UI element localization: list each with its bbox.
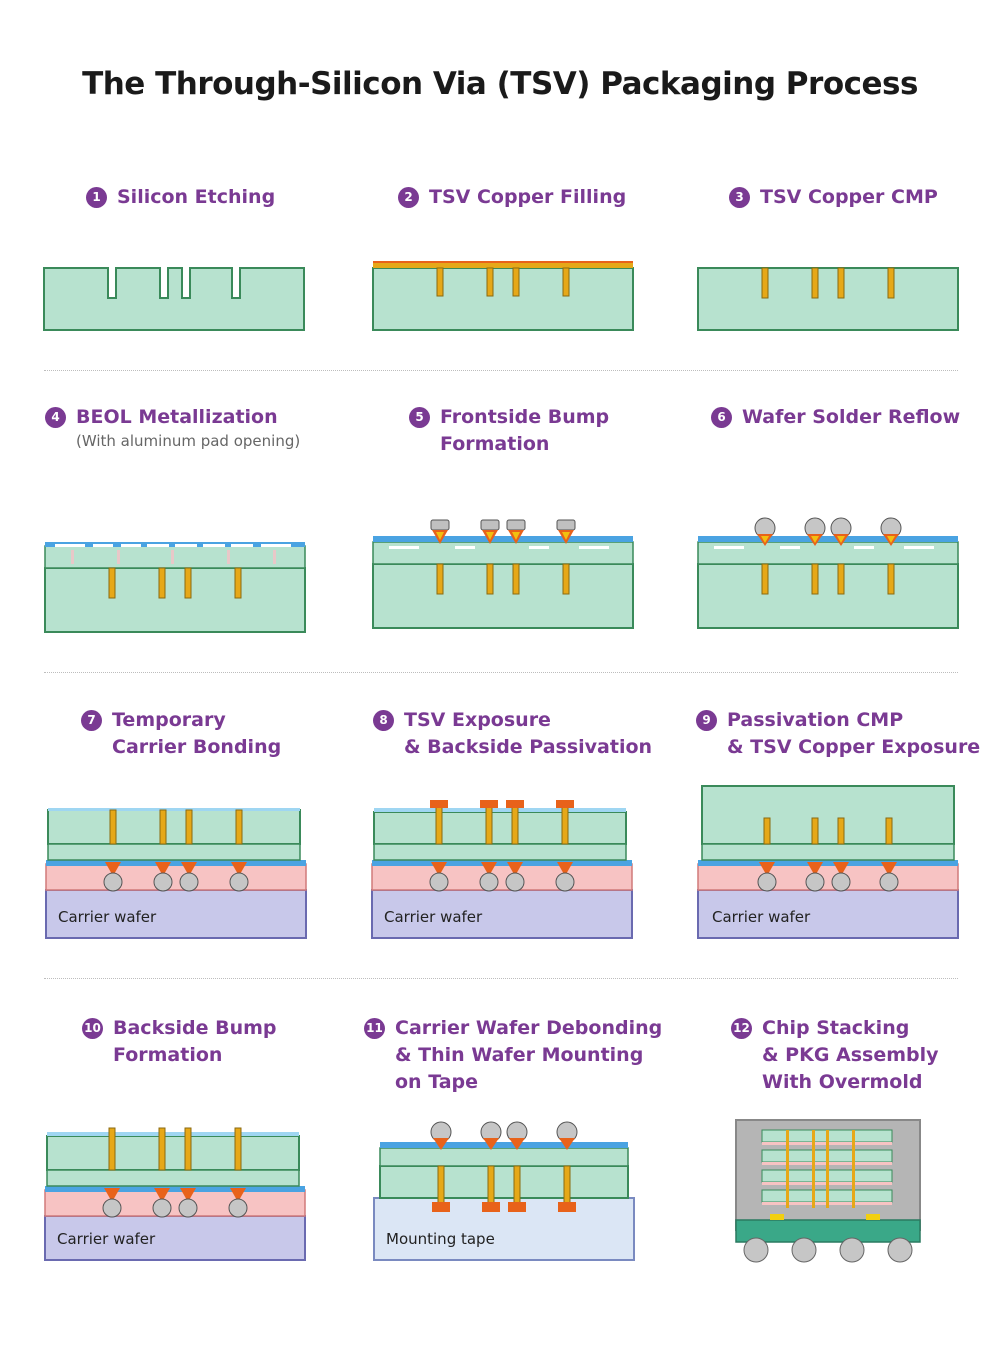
step-10-diagram: Carrier wafer bbox=[44, 1127, 306, 1261]
step-7-title: 7 Temporary Carrier Bonding bbox=[81, 707, 281, 761]
carrier-wafer-label: Carrier wafer bbox=[712, 908, 811, 926]
step-11-title: 11 Carrier Wafer Debonding & Thin Wafer … bbox=[364, 1015, 662, 1096]
step-8-diagram: Carrier wafer bbox=[371, 800, 633, 939]
step-7-diagram: Carrier wafer bbox=[45, 808, 307, 939]
step-4-subtitle: (With aluminum pad opening) bbox=[76, 432, 301, 450]
step-3-diagram bbox=[697, 267, 959, 331]
row-divider bbox=[44, 672, 958, 673]
mounting-tape-label: Mounting tape bbox=[386, 1230, 495, 1248]
carrier-wafer-label: Carrier wafer bbox=[384, 908, 483, 926]
step-4-title: 4 BEOL Metallization (With aluminum pad … bbox=[45, 404, 300, 451]
step-9-title: 9 Passivation CMP & TSV Copper Exposure bbox=[696, 707, 980, 761]
page-title: The Through-Silicon Via (TSV) Packaging … bbox=[82, 66, 918, 102]
carrier-wafer-label: Carrier wafer bbox=[57, 1230, 156, 1248]
step-5-diagram bbox=[372, 519, 634, 629]
step-4-diagram bbox=[44, 542, 306, 633]
step-9-diagram: Carrier wafer bbox=[697, 785, 959, 939]
step-6-title: 6 Wafer Solder Reflow bbox=[711, 404, 960, 431]
step-10-title: 10 Backside Bump Formation bbox=[82, 1015, 277, 1069]
row-divider bbox=[44, 978, 958, 979]
carrier-wafer-label: Carrier wafer bbox=[58, 908, 157, 926]
step-2-title: 2 TSV Copper Filling bbox=[398, 184, 626, 211]
step-8-title: 8 TSV Exposure & Backside Passivation bbox=[373, 707, 652, 761]
step-3-title: 3 TSV Copper CMP bbox=[729, 184, 938, 211]
step-6-diagram bbox=[697, 517, 959, 629]
step-2-diagram bbox=[372, 261, 634, 331]
step-12-diagram bbox=[735, 1119, 921, 1263]
step-5-title: 5 Frontside Bump Formation bbox=[409, 404, 609, 458]
step-12-title: 12 Chip Stacking & PKG Assembly With Ove… bbox=[731, 1015, 939, 1096]
step-11-diagram: Mounting tape bbox=[373, 1121, 635, 1261]
step-1-diagram bbox=[43, 267, 305, 331]
row-divider bbox=[44, 370, 958, 371]
step-1-title: 1 Silicon Etching bbox=[86, 184, 275, 211]
